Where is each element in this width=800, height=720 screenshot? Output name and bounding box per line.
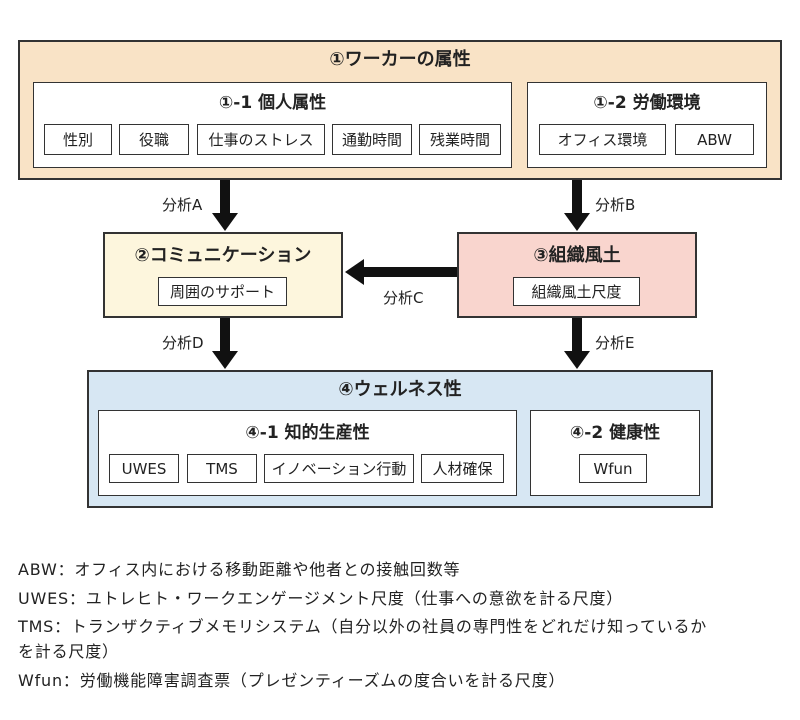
productivity-title: ④-1 知的生産性 [245, 423, 370, 443]
worker-attributes-title: ①ワーカーの属性 [329, 49, 471, 70]
communication-title: ②コミュニケーション [134, 245, 312, 266]
item-position: 役職 [119, 124, 189, 155]
item-overtime: 残業時間 [419, 124, 501, 155]
communication-box: ②コミュニケーション 周囲のサポート [103, 232, 343, 318]
worker-attributes-box: ①ワーカーの属性 ①-1 個人属性 性別 役職 仕事のストレス 通勤時間 残業時… [18, 40, 782, 180]
wellness-box: ④ウェルネス性 ④-1 知的生産性 UWES TMS イノベーション行動 人材確… [87, 370, 713, 508]
item-surrounding-support: 周囲のサポート [158, 277, 287, 306]
productivity-box: ④-1 知的生産性 UWES TMS イノベーション行動 人材確保 [98, 410, 517, 496]
note-abw: ABW：オフィス内における移動距離や他者との接触回数等 [18, 560, 461, 579]
label-analysis-e: 分析E [595, 334, 635, 352]
arrow-analysis-a [212, 180, 238, 231]
personal-attributes-box: ①-1 個人属性 性別 役職 仕事のストレス 通勤時間 残業時間 [33, 82, 512, 168]
arrow-analysis-d [212, 318, 238, 369]
item-tms: TMS [187, 454, 257, 483]
label-analysis-a: 分析A [162, 196, 203, 214]
item-talent-retention: 人材確保 [421, 454, 504, 483]
personal-attributes-title: ①-1 個人属性 [218, 93, 327, 113]
label-analysis-d: 分析D [162, 334, 204, 352]
item-uwes: UWES [109, 454, 179, 483]
arrow-analysis-c [345, 259, 457, 285]
arrow-analysis-b [564, 180, 590, 231]
item-work-stress: 仕事のストレス [197, 124, 325, 155]
note-uwes: UWES：ユトレヒト・ワークエンゲージメント尺度（仕事への意欲を計る尺度） [18, 589, 624, 608]
culture-title: ③組織風土 [533, 245, 621, 266]
work-environment-title: ①-2 労働環境 [593, 93, 701, 113]
item-culture-scale: 組織風土尺度 [513, 277, 640, 306]
note-wfun: Wfun：労働機能障害調査票（プレゼンティーズムの度合いを計る尺度） [18, 671, 566, 690]
work-environment-box: ①-2 労働環境 オフィス環境 ABW [527, 82, 767, 168]
wellness-title: ④ウェルネス性 [338, 379, 462, 400]
culture-box: ③組織風土 組織風土尺度 [457, 232, 697, 318]
label-analysis-c: 分析C [383, 289, 424, 307]
item-commute-time: 通勤時間 [332, 124, 412, 155]
note-tms-continued: を計る尺度） [18, 642, 119, 661]
item-office-environment: オフィス環境 [539, 124, 666, 155]
item-abw: ABW [675, 124, 754, 155]
item-gender: 性別 [44, 124, 112, 155]
health-title: ④-2 健康性 [569, 423, 661, 443]
arrow-analysis-e [564, 318, 590, 369]
item-innovation-behavior: イノベーション行動 [264, 454, 414, 483]
label-analysis-b: 分析B [595, 196, 636, 214]
note-tms: TMS：トランザクティブメモリシステム（自分以外の社員の専門性をどれだけ知ってい… [18, 617, 708, 636]
health-box: ④-2 健康性 Wfun [530, 410, 700, 496]
item-wfun: Wfun [579, 454, 647, 483]
